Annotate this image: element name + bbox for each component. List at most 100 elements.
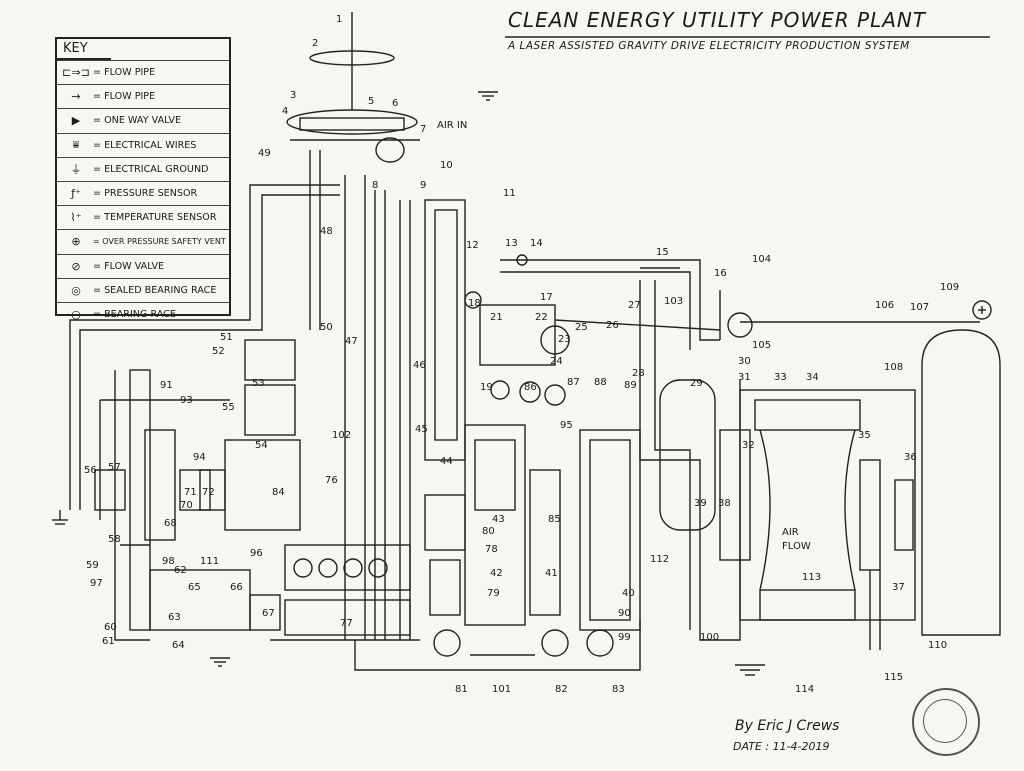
part-number-label: 19 (480, 382, 493, 393)
part-number-label: 32 (742, 440, 755, 451)
part-number-label: 3 (290, 90, 297, 101)
part-number-label: 33 (774, 372, 787, 383)
part-number-label: 115 (884, 672, 904, 683)
part-number-label: 80 (482, 526, 495, 537)
part-number-label: 48 (320, 226, 333, 237)
part-number-label: 6 (392, 98, 399, 109)
temperature-sensor-icon: ⌇⁺ (70, 211, 82, 225)
part-number-label: 87 (567, 377, 580, 388)
part-number-label: 112 (650, 554, 670, 565)
part-number-label: 81 (455, 684, 468, 695)
diagram-subtitle: A LASER ASSISTED GRAVITY DRIVE ELECTRICI… (508, 40, 910, 52)
part-number-label: 26 (606, 320, 619, 331)
middle-tanks (424, 424, 641, 631)
part-number-label: 39 (694, 498, 707, 509)
part-number-label: 61 (102, 636, 115, 647)
part-number-label: 40 (622, 588, 635, 599)
part-number-label: 11 (503, 188, 516, 199)
part-number-label: 38 (718, 498, 731, 509)
pressure-sensor-icon: ƒ⁺ (71, 187, 81, 201)
part-number-label: 31 (738, 372, 751, 383)
part-number-label: 65 (188, 582, 201, 593)
part-number-label: 103 (664, 296, 684, 307)
part-number-label: 56 (84, 465, 97, 476)
part-number-label: 2 (312, 38, 319, 49)
legend-item: ◎= SEALED BEARING RACE (57, 277, 229, 302)
part-number-label: 110 (928, 640, 948, 651)
part-number-label: 42 (490, 568, 503, 579)
part-number-label: 63 (168, 612, 181, 623)
part-number-label: 52 (212, 346, 225, 357)
part-number-label: 49 (258, 148, 271, 159)
part-number-label: 21 (490, 312, 503, 323)
legend-item: ƒ⁺= PRESSURE SENSOR (57, 180, 229, 205)
part-number-label: 5 (368, 96, 375, 107)
part-number-label: 101 (492, 684, 512, 695)
part-number-label: 10 (440, 160, 453, 171)
part-number-label: 47 (345, 336, 358, 347)
bottom-fan-box (270, 544, 420, 641)
part-number-label: 84 (272, 487, 285, 498)
air-flow-label: AIR FLOW (782, 527, 811, 552)
part-number-label: 60 (104, 622, 117, 633)
part-number-label: 100 (700, 632, 720, 643)
part-number-label: 113 (802, 572, 822, 583)
part-number-label: 79 (487, 588, 500, 599)
diagram-title: CLEAN ENERGY UTILITY POWER PLANT (508, 8, 927, 32)
part-number-label: 96 (250, 548, 263, 559)
central-columns (309, 150, 466, 640)
part-number-label: 28 (632, 368, 645, 379)
part-number-label: 30 (738, 356, 751, 367)
part-number-label: 93 (180, 395, 193, 406)
legend-item: ⩸= ELECTRICAL WIRES (57, 132, 229, 157)
part-number-label: 9 (420, 180, 427, 191)
part-number-label: 109 (940, 282, 960, 293)
part-number-label: 46 (413, 360, 426, 371)
part-number-label: 91 (160, 380, 173, 391)
top-fan-assembly (286, 12, 420, 163)
part-number-label: 94 (193, 452, 206, 463)
part-number-label: 34 (806, 372, 819, 383)
legend-item: ⊕= OVER PRESSURE SAFETY VENT (57, 229, 229, 253)
part-number-label: 57 (108, 462, 121, 473)
part-number-label: 36 (904, 452, 917, 463)
legend-item: ▶= ONE WAY VALVE (57, 108, 229, 132)
part-number-label: 41 (545, 568, 558, 579)
part-number-label: 51 (220, 332, 233, 343)
part-number-label: 83 (612, 684, 625, 695)
part-number-label: 13 (505, 238, 518, 249)
part-number-label: 90 (618, 608, 631, 619)
part-number-label: 15 (656, 247, 669, 258)
center-upper-machinery (464, 254, 721, 406)
part-number-label: 71 (184, 487, 197, 498)
part-number-label: 98 (162, 556, 175, 567)
part-number-label: 70 (180, 500, 193, 511)
legend-item: ⊘= FLOW VALVE (57, 253, 229, 278)
part-number-label: 76 (325, 475, 338, 486)
legend-item: ○= BEARING RACE (57, 301, 229, 326)
part-number-label: 29 (690, 378, 703, 389)
drawing-date: DATE : 11-4-2019 (733, 740, 830, 753)
over-pressure-vent-icon: ⊕ (71, 235, 81, 249)
part-number-label: 25 (575, 322, 588, 333)
one-way-valve-icon: ▶ (71, 114, 81, 128)
flow-pipe-double-icon: ⊏⇒⊐ (62, 66, 90, 80)
legend-item: ⌇⁺= TEMPERATURE SENSOR (57, 205, 229, 229)
part-number-label: 58 (108, 534, 121, 545)
part-number-label: 105 (752, 340, 772, 351)
part-number-label: 108 (884, 362, 904, 373)
part-number-label: 85 (548, 514, 561, 525)
part-number-label: 17 (540, 292, 553, 303)
part-number-label: 24 (550, 356, 563, 367)
author-signature: By Eric J Crews (735, 718, 840, 734)
part-number-label: 82 (555, 684, 568, 695)
part-number-label: 66 (230, 582, 243, 593)
engineer-seal-stamp (912, 688, 980, 756)
part-number-label: 77 (340, 618, 353, 629)
part-number-label: 18 (468, 298, 481, 309)
storage-tank-108 (740, 300, 1001, 636)
part-number-label: 72 (202, 487, 215, 498)
right-converter (639, 280, 916, 650)
part-number-label: 8 (372, 180, 379, 191)
